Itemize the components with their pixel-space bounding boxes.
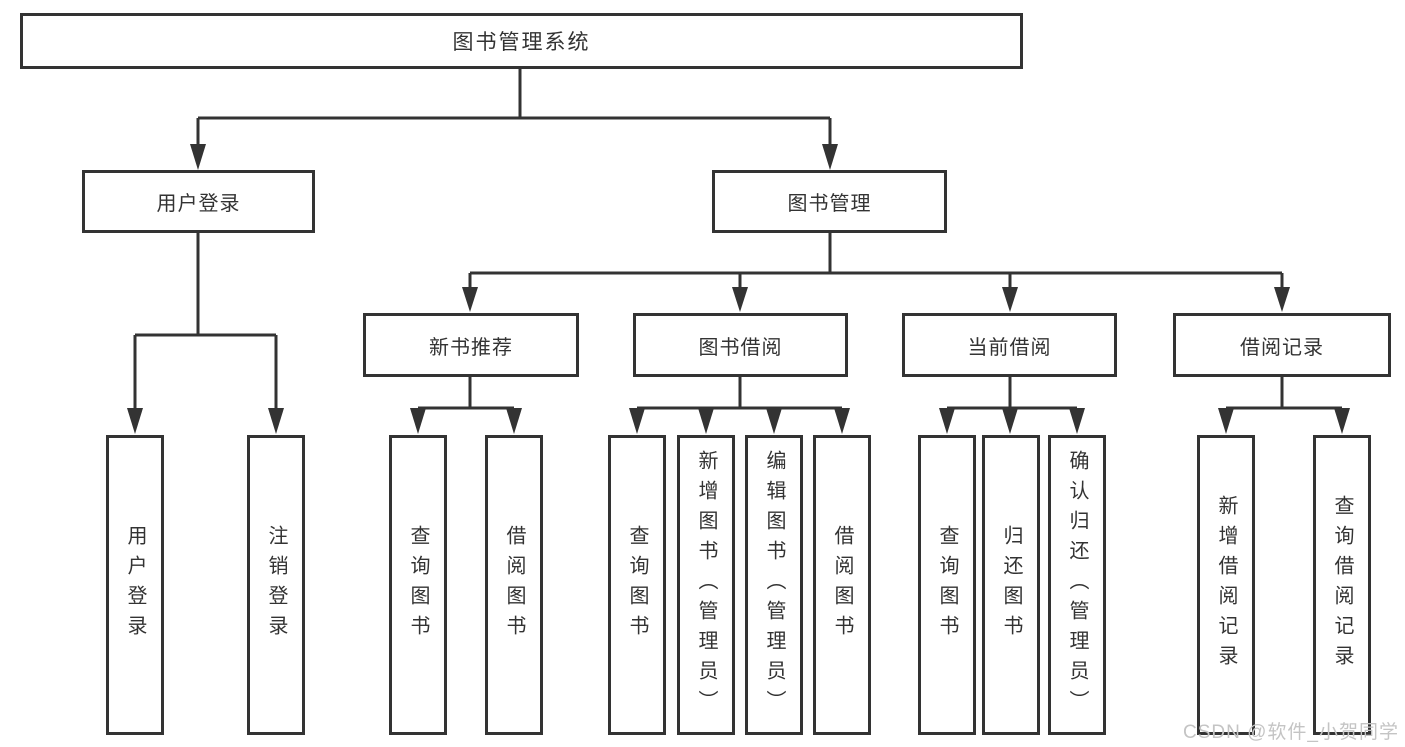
leaf-newbook-borrow-book: 借阅图书: [485, 435, 543, 735]
leaf-newbook-query-book: 查询图书: [389, 435, 447, 735]
leaf-borrow-query-book: 查询图书: [608, 435, 666, 735]
leaf-record-add: 新增借阅记录: [1197, 435, 1255, 735]
node-book-borrow: 图书借阅: [633, 313, 848, 377]
node-borrow-record: 借阅记录: [1173, 313, 1391, 377]
watermark: CSDN @软件_小贺同学: [1183, 722, 1399, 743]
leaf-borrow-borrow-book: 借阅图书: [813, 435, 871, 735]
leaf-current-return-book: 归还图书: [982, 435, 1040, 735]
node-book-mgmt: 图书管理: [712, 170, 947, 233]
leaf-borrow-add-book-admin: 新增图书（管理员）: [677, 435, 735, 735]
node-new-book-recommend: 新书推荐: [363, 313, 579, 377]
leaf-logout: 注销登录: [247, 435, 305, 735]
connector-book-borrow-to-leaves: [629, 377, 850, 434]
connector-book-mgmt-to-level3: [462, 233, 1290, 312]
connector-current-borrow-to-leaves: [939, 377, 1085, 434]
connector-root-to-level2: [190, 69, 838, 170]
connector-user-login-to-leaves: [127, 233, 284, 434]
node-current-borrow: 当前借阅: [902, 313, 1117, 377]
leaf-borrow-edit-book-admin: 编辑图书（管理员）: [745, 435, 803, 735]
leaf-user-login: 用户登录: [106, 435, 164, 735]
connector-borrow-record-to-leaves: [1218, 377, 1350, 434]
node-user-login: 用户登录: [82, 170, 315, 233]
leaf-current-confirm-return-admin: 确认归还（管理员）: [1048, 435, 1106, 735]
leaf-current-query-book: 查询图书: [918, 435, 976, 735]
leaf-record-query: 查询借阅记录: [1313, 435, 1371, 735]
node-root-system: 图书管理系统: [20, 13, 1023, 69]
connector-new-book-to-leaves: [410, 377, 522, 434]
